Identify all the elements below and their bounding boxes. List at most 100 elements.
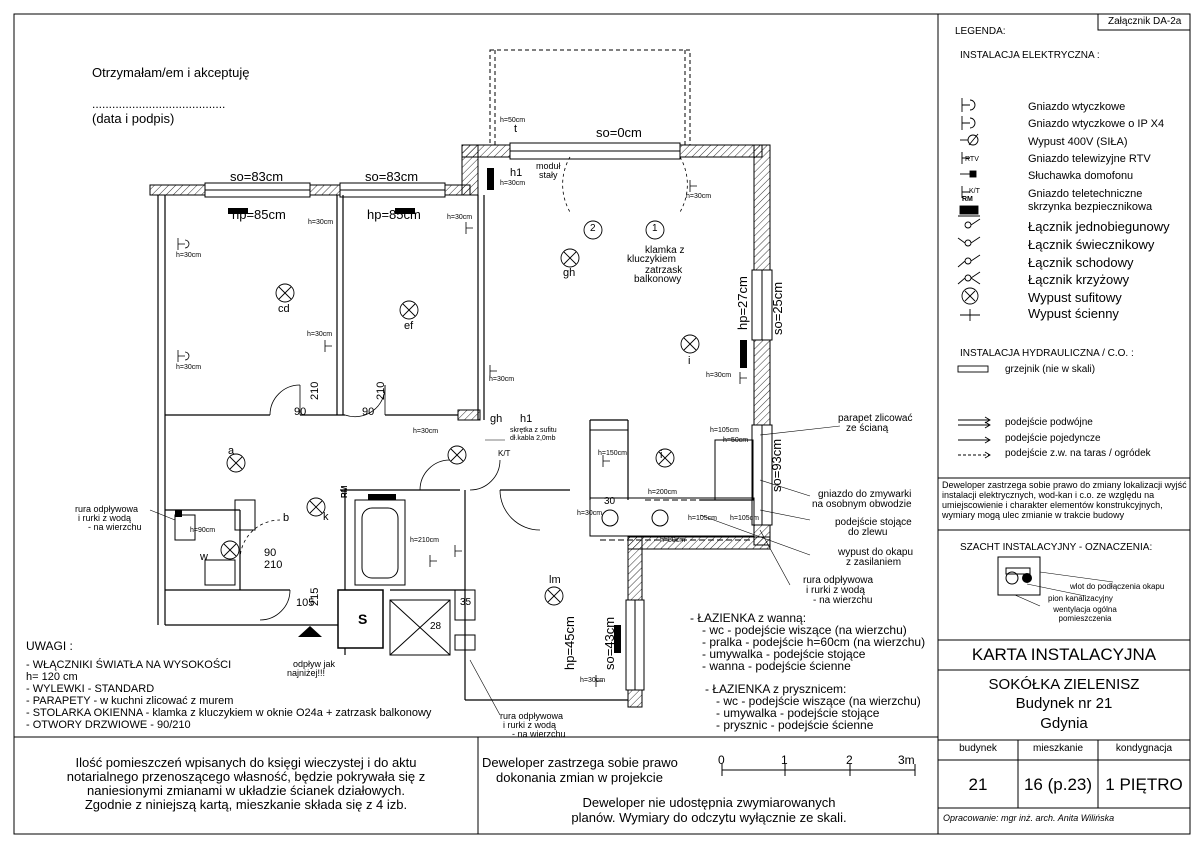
dim-hp45: hp=45cm	[562, 616, 577, 670]
dim-so93: so=93cm	[769, 438, 784, 492]
received-label: Otrzymałam/em i akceptuję	[92, 65, 250, 80]
h-label: h=30cm	[447, 214, 473, 221]
callout-cable-2: dł.kabla 2,0mb	[510, 435, 556, 442]
legend-radiator: grzejnik (nie w skali)	[1005, 364, 1096, 375]
bath-small-title: - ŁAZIENKA z prysznicem:	[705, 682, 847, 696]
h-label: h=30cm	[413, 428, 439, 435]
h-label: h=30cm	[706, 372, 732, 379]
callout-drain: odpływ jak	[293, 659, 336, 669]
legend-double: podejście podwójne	[1005, 417, 1093, 428]
door-width: 90	[362, 406, 375, 418]
door-height: 210	[264, 559, 283, 571]
room-label: gh	[490, 413, 503, 425]
legend-switch-cross: Łącznik krzyżowy	[1028, 272, 1130, 287]
h-label: h=150cm	[598, 450, 627, 457]
signature-dots: ........................................	[92, 97, 226, 111]
h-label: h=30cm	[176, 364, 202, 371]
bath-small-line: - wc - podejście wiszące (na wierzchu)	[716, 694, 921, 708]
hydraulic-title: INSTALACJA HYDRAULICZNA / C.O. :	[960, 348, 1134, 359]
h-label: h=50cm	[660, 537, 686, 544]
card-title: KARTA INSTALACYJNA	[971, 645, 1157, 664]
project-name: SOKÓŁKA ZIELENISZ	[988, 676, 1140, 693]
h-label: h=30cm	[580, 677, 606, 684]
h-label: h=30cm	[489, 376, 515, 383]
notes-title: UWAGI :	[26, 639, 73, 653]
scale-3: 3m	[898, 753, 915, 767]
callout-balcony-2: kluczykiem	[627, 254, 676, 265]
room-label: w	[200, 551, 208, 563]
dim-so25: so=25cm	[770, 281, 785, 335]
author-credit: Opracowanie: mgr inż. arch. Anita Wilińs…	[943, 813, 1115, 823]
dim-so83b: so=83cm	[365, 169, 419, 184]
scale-1: 1	[781, 753, 788, 767]
dim-so43: so=43cm	[602, 616, 617, 670]
callout-pipe-right: rura odpływowa	[803, 575, 874, 586]
dim-so0: so=0cm	[596, 125, 642, 140]
h-label: h=30cm	[308, 219, 334, 226]
kt-label: K/T	[498, 449, 511, 458]
callout-hood-2: z zasilaniem	[846, 557, 902, 568]
bottom-mid-line: Deweloper zastrzega sobie prawo	[482, 755, 678, 770]
legend-rtv: Gniazdo telewizyjne RTV	[1028, 153, 1151, 165]
dim-hp85b: hp=85cm	[367, 207, 421, 222]
door-width: 90	[264, 547, 277, 559]
legend-rm-symbol-label: RM	[962, 196, 973, 203]
door-height: 215	[309, 587, 321, 606]
bottom-left-line: naniesionymi zmianami w układzie ścianek…	[87, 783, 405, 798]
bottom-mid-line: planów. Wymiary do odczytu wyłącznie ze …	[571, 810, 847, 825]
callout-dishwasher: gniazdo do zmywarki	[818, 489, 912, 500]
room-label: cd	[278, 303, 290, 315]
fusebox-label: RM	[340, 485, 349, 498]
bath-small-line: - prysznic - podejście ścienne	[716, 718, 874, 732]
bath-big-line: - wanna - podejście ścienne	[702, 659, 851, 673]
callout-balcony-4: balkonowy	[634, 274, 682, 285]
legend-switch-stair: Łącznik schodowy	[1028, 255, 1134, 270]
legend-telecom: Gniazdo teletechniczne	[1028, 188, 1143, 200]
callout-pipe-left-2: i rurki z wodą	[78, 513, 132, 523]
legend-intercom: Słuchawka domofonu	[1028, 170, 1134, 182]
h-label: h=105cm	[730, 515, 759, 522]
note-line: h= 120 cm	[26, 671, 78, 683]
room-label: gh	[563, 267, 576, 279]
callout-sink-2: do zlewu	[848, 527, 888, 538]
callout-pipe-left: rura odpływowa	[75, 504, 139, 514]
legend-switch-chandelier: Łącznik świecznikowy	[1028, 237, 1155, 252]
legend-single: podejście pojedyncze	[1005, 433, 1101, 444]
callout-balcony: klamka z	[645, 245, 685, 256]
col-header-apartment: mieszkanie	[1032, 743, 1084, 754]
note-line: - WŁĄCZNIKI ŚWIATŁA NA WYSOKOŚCI	[26, 659, 232, 671]
room-label: i	[688, 355, 691, 367]
callout-parapet: parapet zlicować	[838, 413, 913, 424]
h-label: h=50cm	[723, 437, 749, 444]
bottom-mid-line: dokonania zmian w projekcie	[496, 770, 663, 785]
h-label: h=30cm	[307, 331, 333, 338]
bath-big-line: - wc - podejście wiszące (na wierzchu)	[702, 623, 907, 637]
h-label: h=30cm	[577, 510, 603, 517]
dim-so83a: so=83cm	[230, 169, 284, 184]
shaft-label: S	[358, 611, 368, 627]
col-header-floor: kondygnacja	[1115, 743, 1173, 754]
shaft-hood: wlot do podłączenia okapu	[1070, 582, 1165, 591]
room-label: h1	[510, 167, 523, 179]
legend-ceiling-outlet: Wypust sufitowy	[1028, 290, 1122, 305]
note-line: - OTWORY DRZWIOWE - 90/210	[26, 719, 191, 731]
scale-0: 0	[718, 753, 725, 767]
bath-big-line: - pralka - podejście h=60cm (na wierzchu…	[702, 635, 926, 649]
legend-socket: Gniazdo wtyczkowe	[1028, 101, 1126, 113]
bath-small-line: - umywalka - podejście stojące	[716, 706, 880, 720]
callout-pipe-bottom: rura odpływowa	[500, 711, 564, 721]
shaft-sewer: pion kanalizacyjny	[1048, 594, 1113, 603]
developer-note: Deweloper zastrzega sobie prawo do zmian…	[942, 480, 1187, 520]
bottom-mid-line: Deweloper nie udostępnia zwymiarowanych	[582, 795, 836, 810]
building-name: Budynek nr 21	[1015, 695, 1113, 712]
room-label: t	[514, 123, 518, 135]
room-label: ef	[404, 320, 414, 332]
legend-switch-single: Łącznik jednobiegunowy	[1028, 219, 1170, 234]
dim-hp27: hp=27cm	[735, 276, 750, 330]
callout-drain-2: najniżej!!!	[287, 668, 326, 678]
attachment-label: Załącznik DA-2a	[1108, 16, 1182, 27]
callout-pipe-bottom-3: - na wierzchu	[512, 729, 566, 739]
bottom-left-line: Ilość pomieszczeń wpisanych do księgi wi…	[75, 755, 417, 770]
h-label: h=105cm	[710, 427, 739, 434]
counter-size: 30	[604, 496, 616, 507]
